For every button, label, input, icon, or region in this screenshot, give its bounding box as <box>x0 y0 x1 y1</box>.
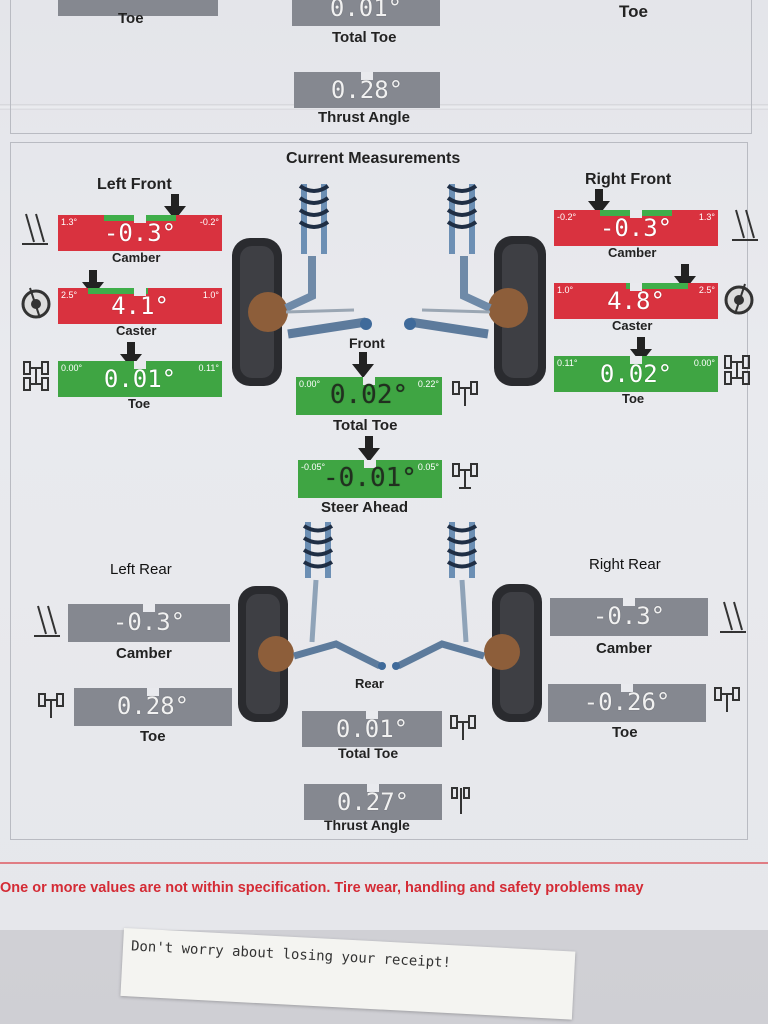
right-front-camber-gauge: -0.2° 1.3° -0.3° <box>554 210 718 246</box>
total-toe-icon <box>450 715 476 740</box>
top-total-toe-gauge: 0.01° <box>292 0 440 26</box>
total-toe-icon <box>452 381 478 406</box>
front-total-toe-gauge: 0.00° 0.22° 0.02° <box>296 377 442 415</box>
steer-ahead-gauge: -0.05° 0.05° -0.01° <box>298 460 442 498</box>
front-total-toe-value: 0.02° <box>329 380 409 410</box>
toe-icon <box>714 687 740 712</box>
front-total-toe-pointer <box>352 352 374 378</box>
front-total-toe-max: 0.22° <box>417 379 439 389</box>
toe-icon <box>724 355 750 385</box>
thrust-angle-icon <box>451 787 470 814</box>
left-front-toe-gauge: 0.00° 0.11° 0.01° <box>58 361 222 397</box>
right-front-toe-gauge: 0.11° 0.00° 0.02° <box>554 356 718 392</box>
right-front-caster-min: 1.0° <box>557 285 574 295</box>
camber-icon <box>720 601 746 633</box>
right-rear-heading: Right Rear <box>589 556 661 573</box>
left-rear-toe-label: Toe <box>140 728 166 745</box>
left-rear-camber-label: Camber <box>116 645 172 662</box>
steer-ahead-pointer <box>358 436 380 462</box>
left-rear-camber-value: -0.3° <box>112 608 186 636</box>
page-title: Current Measurements <box>286 150 461 167</box>
caster-icon <box>724 283 754 315</box>
rear-total-toe-gauge: 0.01° <box>302 711 442 747</box>
left-front-toe-min: 0.00° <box>61 363 83 373</box>
rear-thrust-angle-gauge: 0.27° <box>304 784 442 820</box>
camber-icon <box>732 209 758 241</box>
steer-ahead-max: 0.05° <box>417 462 439 472</box>
rear-label: Rear <box>355 676 384 691</box>
left-front-camber-label: Camber <box>112 250 161 265</box>
left-front-toe-value: 0.01° <box>103 365 177 393</box>
right-front-camber-max: 1.3° <box>698 212 715 222</box>
top-left-toe-gauge <box>58 0 218 16</box>
steer-ahead-value: -0.01° <box>323 463 417 493</box>
rear-thrust-angle-value: 0.27° <box>336 788 410 816</box>
toe-icon <box>38 693 64 718</box>
steer-ahead-label: Steer Ahead <box>321 499 408 516</box>
left-front-caster-value: 4.1° <box>111 292 169 320</box>
right-rear-camber-value: -0.3° <box>592 602 666 630</box>
top-thrust-angle-gauge: 0.28° <box>294 72 440 108</box>
right-front-caster-max: 2.5° <box>698 285 715 295</box>
left-rear-toe-gauge: 0.28° <box>74 688 232 726</box>
right-front-toe-max: 0.00° <box>693 358 715 368</box>
rear-suspension-illustration <box>238 522 542 722</box>
top-thrust-angle-value: 0.28° <box>330 76 404 104</box>
right-front-caster-value: 4.8° <box>607 287 665 315</box>
left-front-camber-gauge: 1.3° -0.2° -0.3° <box>58 215 222 251</box>
right-front-toe-label: Toe <box>622 391 645 406</box>
top-total-toe-label: Total Toe <box>332 29 397 46</box>
left-front-heading: Left Front <box>97 176 172 193</box>
rear-total-toe-label: Total Toe <box>338 745 399 761</box>
previous-measurements-frame <box>10 0 752 134</box>
right-rear-toe-gauge: -0.26° <box>548 684 706 722</box>
receipt-text: Don't worry about losing your receipt! <box>130 938 452 972</box>
right-front-toe-value: 0.02° <box>599 360 673 388</box>
camber-icon <box>22 213 48 245</box>
toe-icon <box>23 361 49 391</box>
left-front-toe-label: Toe <box>128 396 151 411</box>
steer-ahead-min: -0.05° <box>301 462 326 472</box>
right-front-heading: Right Front <box>585 171 672 188</box>
steer-ahead-icon <box>452 463 478 489</box>
left-front-camber-max: -0.2° <box>199 217 219 227</box>
current-measurements-frame <box>10 142 748 840</box>
left-front-camber-value: -0.3° <box>103 219 177 247</box>
left-rear-heading: Left Rear <box>110 561 172 578</box>
caster-icon <box>21 287 51 319</box>
rear-thrust-angle-label: Thrust Angle <box>324 817 410 833</box>
right-rear-camber-label: Camber <box>596 640 652 657</box>
left-front-toe-max: 0.11° <box>198 363 219 373</box>
top-left-toe-label: Toe <box>118 10 144 27</box>
right-rear-toe-value: -0.26° <box>583 688 671 716</box>
left-front-camber-min: 1.3° <box>61 217 78 227</box>
warning-text: One or more values are not within specif… <box>0 880 644 896</box>
front-total-toe-min: 0.00° <box>299 379 321 389</box>
camber-icon <box>34 605 60 637</box>
front-suspension-illustration <box>232 184 546 386</box>
receipt-slip: Don't worry about losing your receipt! <box>120 928 576 1020</box>
top-total-toe-value: 0.01° <box>329 0 403 22</box>
left-front-caster-gauge: 2.5° 1.0° 4.1° <box>58 288 222 324</box>
right-front-camber-label: Camber <box>608 245 657 260</box>
left-front-caster-label: Caster <box>116 323 157 338</box>
top-thrust-angle-label: Thrust Angle <box>318 109 410 126</box>
front-label: Front <box>349 335 385 351</box>
right-front-toe-min: 0.11° <box>557 358 578 368</box>
left-front-caster-min: 2.5° <box>61 290 78 300</box>
left-rear-camber-gauge: -0.3° <box>68 604 230 642</box>
right-front-camber-value: -0.3° <box>599 214 673 242</box>
right-front-caster-label: Caster <box>612 318 653 333</box>
right-front-caster-gauge: 1.0° 2.5° 4.8° <box>554 283 718 319</box>
rear-total-toe-value: 0.01° <box>335 715 409 743</box>
right-rear-camber-gauge: -0.3° <box>550 598 708 636</box>
right-front-camber-min: -0.2° <box>557 212 577 222</box>
right-rear-toe-label: Toe <box>612 724 638 741</box>
top-right-toe-label: Toe <box>619 2 648 21</box>
warning-divider <box>0 862 768 864</box>
left-rear-toe-value: 0.28° <box>116 692 190 720</box>
left-front-caster-max: 1.0° <box>202 290 219 300</box>
front-total-toe-label: Total Toe <box>333 417 398 434</box>
